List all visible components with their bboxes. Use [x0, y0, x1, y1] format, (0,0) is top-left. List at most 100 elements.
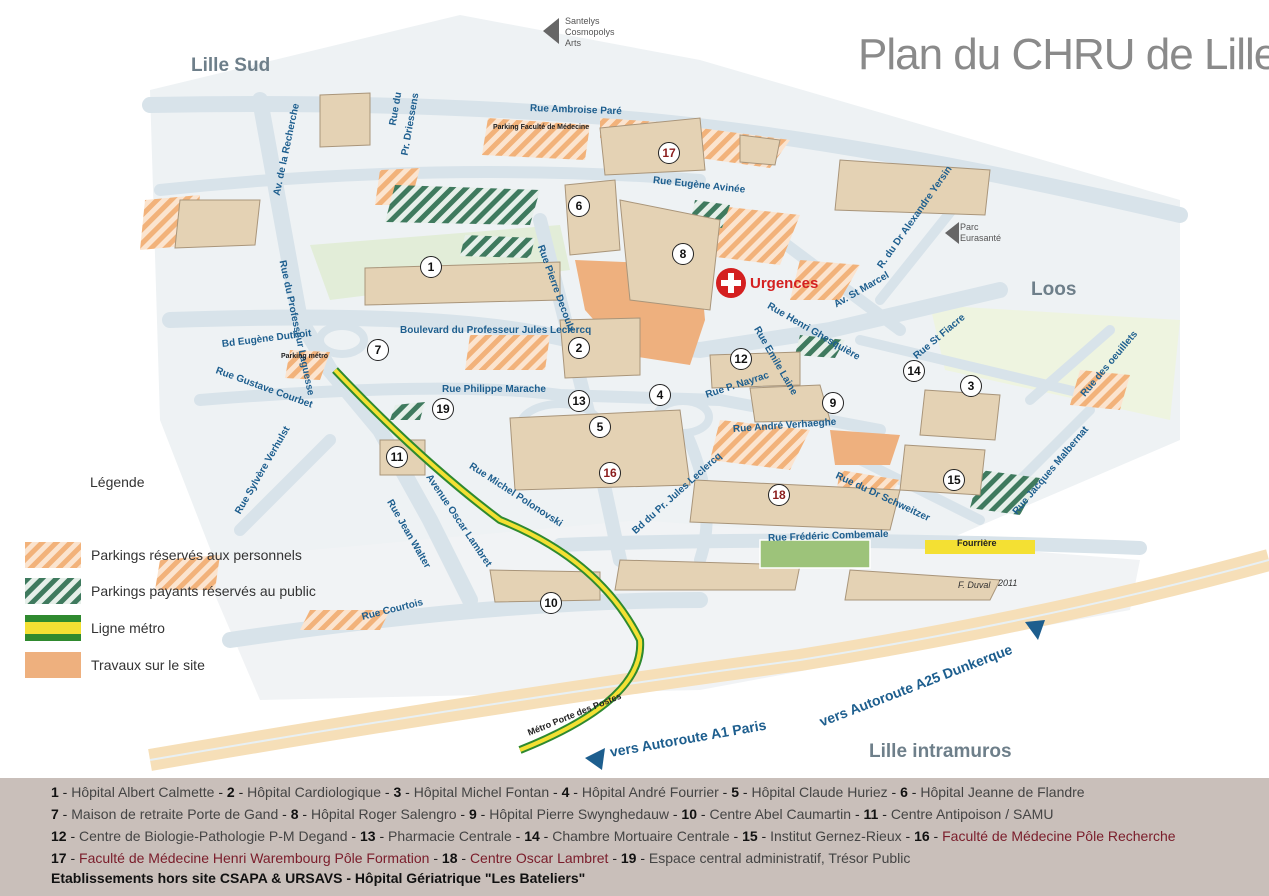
- building-marker-18[interactable]: 18: [768, 484, 790, 506]
- works-area-icon: [25, 652, 81, 678]
- footer-entry-name: Hôpital Roger Salengro: [310, 806, 457, 822]
- building-marker-8[interactable]: 8: [672, 243, 694, 265]
- footer-separator: -: [511, 828, 525, 844]
- footer-separator: -: [887, 784, 901, 800]
- public-parkings: [385, 185, 1040, 515]
- footer-entry-number: 2: [226, 784, 235, 800]
- building-marker-3[interactable]: 3: [960, 375, 982, 397]
- direction-north: Santelys Cosmopolys Arts: [565, 16, 615, 48]
- urgences-marker: Urgences: [716, 268, 818, 298]
- footer-separator: -: [901, 828, 915, 844]
- legend-item-works: Travaux sur le site: [25, 652, 205, 678]
- building-marker-9[interactable]: 9: [822, 392, 844, 414]
- footer-separator: -: [851, 806, 864, 822]
- footer-entry-number: 7: [51, 806, 59, 822]
- building-marker-11[interactable]: 11: [386, 446, 408, 468]
- footer-separator: -: [58, 806, 72, 822]
- footer-separator: -: [375, 828, 389, 844]
- building-marker-19[interactable]: 19: [432, 398, 454, 420]
- footer-separator: -: [697, 806, 710, 822]
- footer-entry-number: 3: [393, 784, 402, 800]
- footer-entry-number: 19: [620, 850, 637, 866]
- footer-separator: -: [298, 806, 311, 822]
- arrow-left-icon: [585, 748, 605, 770]
- footer-entry-number: 18: [441, 850, 458, 866]
- parking-metro-label: Parking métro: [281, 353, 329, 360]
- footer-entry-name: Hôpital Pierre Swynghedauw: [489, 806, 669, 822]
- footer-entry-number: 10: [681, 806, 697, 822]
- footer-entry-number: 13: [359, 828, 376, 844]
- legend-label: Travaux sur le site: [91, 657, 205, 673]
- footer-separator: -: [234, 784, 248, 800]
- footer-separator: -: [401, 784, 414, 800]
- footer-separator: -: [457, 850, 470, 866]
- footer-entry-number: 17: [51, 850, 67, 866]
- emergency-cross-icon: [716, 268, 746, 298]
- building-marker-4[interactable]: 4: [649, 384, 671, 406]
- building-marker-1[interactable]: 1: [420, 256, 442, 278]
- footer-entry-name: Centre Abel Caumartin: [709, 806, 852, 822]
- building-marker-14[interactable]: 14: [903, 360, 925, 382]
- footer-entry-name: Institut Gernez-Rieux: [770, 828, 902, 844]
- building-marker-15[interactable]: 15: [943, 469, 965, 491]
- building-marker-5[interactable]: 5: [589, 416, 611, 438]
- footer-separator: -: [456, 806, 469, 822]
- footer-separator: -: [636, 850, 649, 866]
- region-lille-intramuros: Lille intramuros: [869, 741, 1012, 762]
- footer-separator: -: [929, 828, 943, 844]
- footer-separator: -: [729, 828, 743, 844]
- building-marker-17[interactable]: 17: [658, 142, 680, 164]
- legend-item-staff-parking: Parkings réservés aux personnels: [25, 542, 302, 568]
- footer-separator: -: [739, 784, 752, 800]
- footer-entry-name: Pharmacie Centrale: [388, 828, 512, 844]
- footer-entry-name: Centre Oscar Lambret: [469, 850, 609, 866]
- footer-entry-number: 16: [914, 828, 930, 844]
- footer-line-5: Etablissements hors site CSAPA & URSAVS …: [51, 870, 586, 886]
- building-marker-2[interactable]: 2: [568, 337, 590, 359]
- footer-line-4: 17 - Faculté de Médecine Henri Warembour…: [51, 850, 910, 866]
- building-marker-6[interactable]: 6: [568, 195, 590, 217]
- footer-separator: -: [214, 784, 227, 800]
- footer-entry-number: 1: [51, 784, 59, 800]
- footer-entry-name: Hôpital André Fourrier: [581, 784, 719, 800]
- footer-separator: -: [907, 784, 921, 800]
- urgences-label: Urgences: [750, 274, 819, 292]
- building-marker-10[interactable]: 10: [540, 592, 562, 614]
- parking-faculte-label: Parking Faculté de Médecine: [493, 124, 590, 131]
- building-marker-16[interactable]: 16: [599, 462, 621, 484]
- region-lille-sud: Lille Sud: [191, 55, 271, 76]
- footer-separator: -: [381, 784, 394, 800]
- legend-label: Parkings réservés aux personnels: [91, 547, 302, 563]
- footer-separator: -: [549, 784, 562, 800]
- footer-entry-number: 9: [468, 806, 477, 822]
- footer-separator: -: [66, 828, 80, 844]
- footer-entry-name: Hôpital Michel Fontan: [413, 784, 550, 800]
- legend-label: Parkings payants réservés au public: [91, 583, 316, 599]
- footer-entry-name: Espace central administratif, Trésor Pub…: [648, 850, 911, 866]
- footer-line-2: 7 - Maison de retraite Porte de Gand - 8…: [51, 806, 1053, 822]
- building-marker-12[interactable]: 12: [730, 348, 752, 370]
- campus-map: [140, 15, 1269, 771]
- direction-east: Parc Eurasanté: [960, 222, 1002, 243]
- sports-field: [759, 539, 871, 569]
- footer-entry-number: 15: [742, 828, 758, 844]
- footer-separator: -: [569, 784, 582, 800]
- footer-entry-number: 11: [863, 806, 879, 822]
- buildings: [174, 92, 1001, 603]
- footer-entry-name: Chambre Mortuaire Centrale: [552, 828, 730, 844]
- footer-entry-number: 8: [290, 806, 299, 822]
- footer-entry-number: 5: [731, 784, 740, 800]
- roundabout: [316, 322, 368, 358]
- footer-entry-name: Hôpital Jeanne de Flandre: [920, 784, 1085, 800]
- hatched-green-icon: [25, 578, 81, 604]
- footer-separator: -: [757, 828, 771, 844]
- footer-entry-name: Faculté de Médecine Henri Warembourg Pôl…: [79, 850, 430, 866]
- footer-entry-number: 6: [900, 784, 908, 800]
- south-ground: [200, 520, 1140, 700]
- building-marker-13[interactable]: 13: [568, 390, 590, 412]
- footer-entry-number: 12: [51, 828, 67, 844]
- footer-separator: -: [539, 828, 553, 844]
- building-marker-7[interactable]: 7: [367, 339, 389, 361]
- metro-line-icon: [25, 615, 81, 641]
- legend-label: Ligne métro: [91, 620, 165, 636]
